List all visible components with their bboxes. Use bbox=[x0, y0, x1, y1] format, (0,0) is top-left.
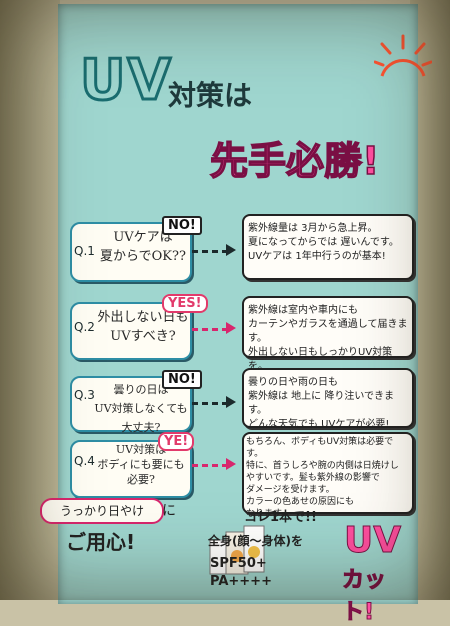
question-label-4: Q.4 bbox=[74, 454, 95, 468]
question-label-3: Q.3 bbox=[74, 388, 95, 402]
badge-no-3: NO! bbox=[162, 370, 202, 389]
caution-text-3: ご用心! bbox=[66, 530, 136, 554]
arrow-2 bbox=[192, 328, 228, 331]
uv-cut-uv: UV bbox=[343, 520, 402, 562]
caution-text-2: に bbox=[162, 503, 176, 519]
answer-box-4 bbox=[242, 432, 414, 514]
arrow-4 bbox=[192, 464, 228, 467]
answer-box-1 bbox=[242, 214, 414, 280]
title-part2: 先手必勝! bbox=[209, 138, 380, 184]
pa-text: PA++++ bbox=[210, 574, 272, 589]
question-text-2: 外出しない日も UVすべき? bbox=[97, 310, 189, 344]
badge-yes-4: YE! bbox=[158, 432, 195, 451]
answer-text-1: 紫外線量は 3月から急上昇。 夏になってからでは 遅いんです。 UVケアは 1年… bbox=[248, 223, 399, 262]
zenshin-text: 全身(顔〜身体)を bbox=[208, 534, 303, 548]
caution-box: うっかり日やけ bbox=[40, 498, 164, 524]
question-text-3: 曇りの日は UV対策しなくても大丈夫? bbox=[94, 383, 188, 434]
answer-box-2 bbox=[242, 296, 414, 358]
question-text-4: UV対策は ボディにも要にも 必要? bbox=[97, 443, 185, 486]
arrowhead-3 bbox=[226, 396, 236, 408]
caution-text-1: うっかり日やけ bbox=[59, 504, 144, 518]
question-label-1: Q.1 bbox=[74, 244, 95, 258]
question-label-2: Q.2 bbox=[74, 320, 95, 334]
arrowhead-4 bbox=[226, 458, 236, 470]
answer-text-2: 紫外線は室内や車内にも カーテンやガラスを通過して届きます。 外出しない日もしっ… bbox=[248, 305, 408, 372]
spf-text: SPF50+ bbox=[210, 556, 267, 571]
title-uv: UV bbox=[79, 47, 173, 115]
product-image bbox=[208, 522, 268, 580]
badge-no-1: NO! bbox=[162, 216, 202, 235]
title-part1: 対策は bbox=[168, 79, 253, 112]
answer-text-4: もちろん、ボディもUV対策は必要です。 特に、首うしろや腕の内側は日焼けし やす… bbox=[246, 437, 399, 519]
poster-board: UV 対策は 先手必勝! Q.1 UVケアは 夏からでOK?? NO! 紫外線量… bbox=[40, 4, 432, 626]
arrow-1 bbox=[192, 250, 228, 253]
arrow-3 bbox=[192, 402, 228, 405]
arrowhead-1 bbox=[226, 244, 236, 256]
answer-box-3 bbox=[242, 368, 414, 428]
answer-text-3: 曇りの日や雨の日も 紫外線は 地上に 降り注いできます。 どんな天気でも UVケ… bbox=[248, 377, 395, 430]
uv-cut-text: カット! bbox=[342, 568, 387, 626]
badge-yes-2: YES! bbox=[162, 294, 208, 313]
arrowhead-2 bbox=[226, 322, 236, 334]
question-text-1: UVケアは 夏からでOK?? bbox=[100, 230, 186, 264]
sun-icon bbox=[374, 34, 432, 77]
kore-text: コレ1本で!! bbox=[244, 510, 317, 525]
